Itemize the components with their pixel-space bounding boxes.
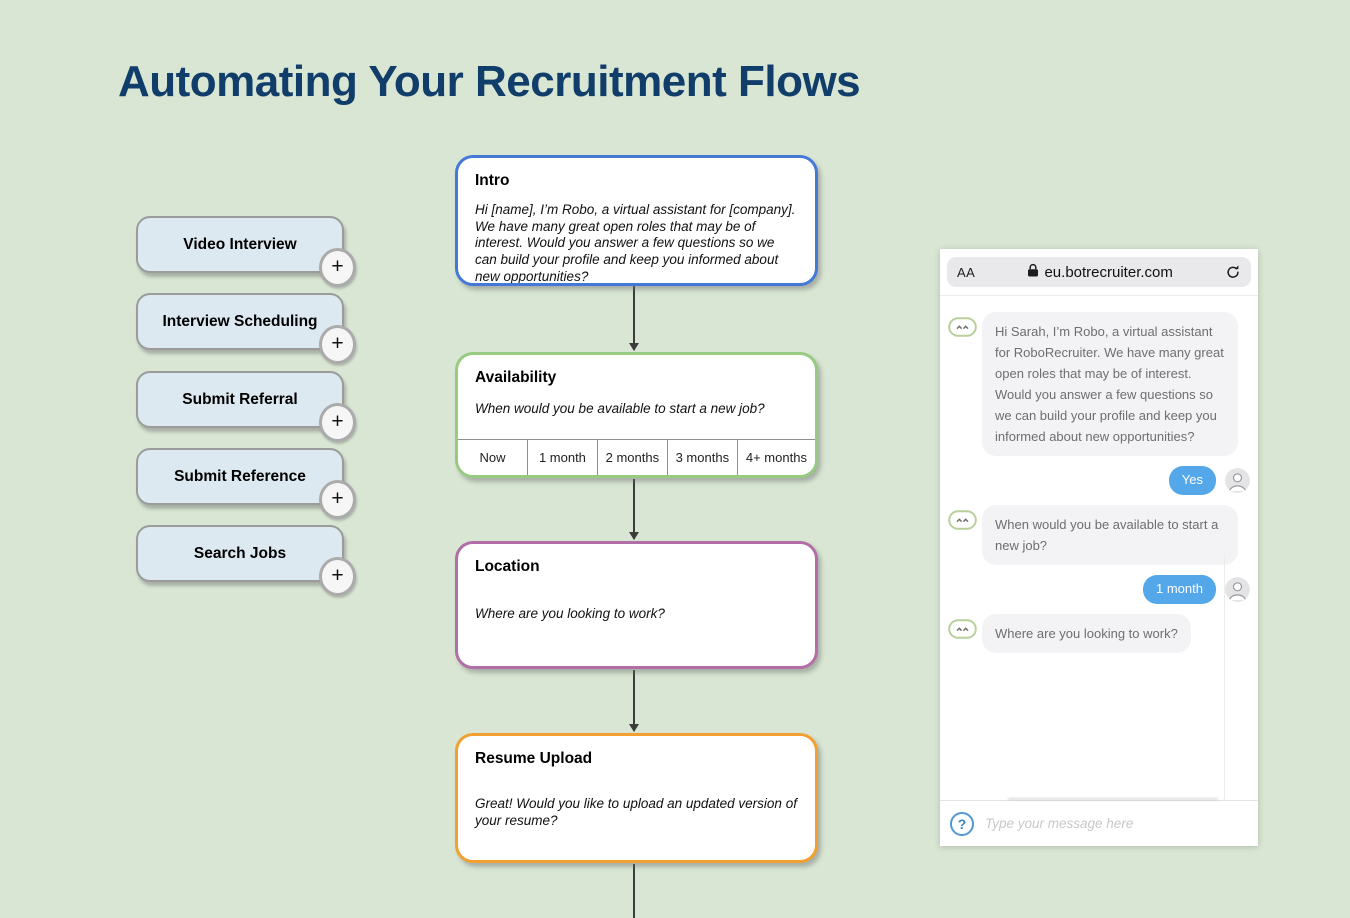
sidebar-item-label: Interview Scheduling [162, 312, 318, 330]
card-title: Intro [475, 172, 510, 189]
reload-icon[interactable] [1225, 264, 1241, 280]
sidebar-item-interview-scheduling[interactable]: Interview Scheduling + [136, 293, 356, 364]
chat-message-user: 1 month [948, 575, 1250, 605]
lock-icon [1027, 263, 1039, 281]
arrowhead-icon [629, 343, 639, 351]
card-title: Location [475, 558, 540, 575]
chat-input-bar: ? [940, 798, 1258, 846]
sidebar-item-submit-reference[interactable]: Submit Reference + [136, 448, 356, 519]
chat-bubble: 1 month [1143, 575, 1216, 605]
flow-connector [629, 286, 639, 351]
bot-avatar-icon [948, 317, 977, 337]
reader-view-button[interactable]: AA [957, 264, 976, 280]
sidebar-item-label: Search Jobs [193, 544, 287, 562]
chat-message-bot: When would you be available to start a n… [948, 505, 1250, 566]
chat-bubble: Yes [1168, 466, 1216, 496]
flow-card-availability[interactable]: Availability When would you be available… [455, 352, 818, 478]
bot-avatar-icon [948, 510, 977, 530]
option-4plus-months[interactable]: 4+ months [736, 440, 815, 475]
chat-message-user: Yes [948, 466, 1250, 496]
user-avatar-icon [1225, 577, 1250, 603]
flow-card-location[interactable]: Location Where are you looking to work? [455, 541, 818, 669]
flow-card-resume-upload[interactable]: Resume Upload Great! Would you like to u… [455, 733, 818, 863]
url-text: eu.botrecruiter.com [1044, 263, 1173, 281]
add-button[interactable]: + [319, 248, 356, 287]
bot-avatar-icon [948, 619, 977, 639]
card-body: Where are you looking to work? [475, 606, 665, 621]
chat-message-bot: Hi Sarah, I’m Robo, a virtual assistant … [948, 312, 1250, 457]
flow-connector [633, 864, 635, 918]
sidebar-item-label: Submit Reference [174, 467, 306, 485]
add-button[interactable]: + [319, 325, 356, 364]
option-now[interactable]: Now [479, 450, 506, 465]
add-button[interactable]: + [319, 403, 356, 442]
availability-options-row: Now 1 month 2 months 3 months 4+ months [458, 439, 815, 475]
sidebar-item-label: Submit Referral [182, 390, 298, 408]
card-title: Availability [475, 369, 557, 386]
page-title: Automating Your Recruitment Flows [118, 57, 861, 107]
chat-area: Hi Sarah, I’m Robo, a virtual assistant … [940, 295, 1258, 800]
user-avatar-icon [1225, 468, 1250, 494]
card-body: Hi [name], I’m Robo, a virtual assistant… [475, 202, 796, 284]
sidebar-item-label: Video Interview [183, 235, 297, 253]
add-button[interactable]: + [319, 557, 356, 596]
card-body: Great! Would you like to upload an updat… [475, 796, 797, 828]
input-divider-shadow [1008, 798, 1218, 800]
sidebar-item-search-jobs[interactable]: Search Jobs + [136, 525, 356, 596]
arrowhead-icon [629, 724, 639, 732]
help-icon[interactable]: ? [950, 811, 974, 836]
flow-card-intro[interactable]: Intro Hi [name], I’m Robo, a virtual ass… [455, 155, 818, 286]
chat-bubble: Where are you looking to work? [982, 614, 1191, 654]
sidebar-item-video-interview[interactable]: Video Interview + [136, 216, 356, 287]
url-display[interactable]: eu.botrecruiter.com [975, 263, 1225, 281]
message-input[interactable] [983, 815, 1248, 832]
chat-widget-edge [1224, 554, 1225, 802]
card-title: Resume Upload [475, 750, 593, 767]
flow-connector [629, 479, 639, 540]
flow-connector [629, 670, 639, 732]
card-body: When would you be available to start a n… [475, 401, 765, 416]
chat-bubble: When would you be available to start a n… [982, 505, 1238, 566]
arrowhead-icon [629, 532, 639, 540]
option-2-months[interactable]: 2 months [596, 440, 667, 475]
option-3-months[interactable]: 3 months [666, 440, 737, 475]
chat-bubble: Hi Sarah, I’m Robo, a virtual assistant … [982, 312, 1238, 457]
sidebar-item-submit-referral[interactable]: Submit Referral + [136, 371, 356, 442]
option-1-month[interactable]: 1 month [526, 440, 597, 475]
browser-address-bar[interactable]: AA eu.botrecruiter.com [947, 257, 1251, 287]
chat-message-bot: Where are you looking to work? [948, 614, 1250, 654]
add-button[interactable]: + [319, 480, 356, 519]
phone-preview: AA eu.botrecruiter.com Hi Sarah, I’m Rob… [940, 249, 1258, 846]
